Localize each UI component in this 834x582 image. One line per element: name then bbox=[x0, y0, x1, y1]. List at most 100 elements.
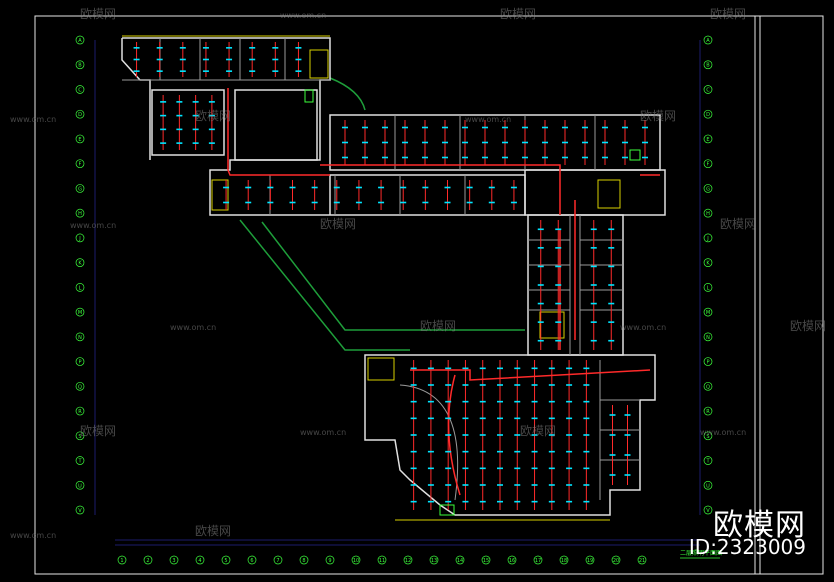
light-fixture bbox=[179, 70, 186, 72]
light-fixture bbox=[497, 417, 503, 420]
axis-label-right-N: N bbox=[706, 335, 710, 341]
axis-label-left-V: V bbox=[78, 508, 82, 514]
light-fixture bbox=[462, 450, 469, 453]
axis-bubble-left-S bbox=[75, 431, 85, 441]
axis-label-bottom-10: 10 bbox=[353, 558, 359, 564]
axis-bubble-bottom-13 bbox=[429, 555, 439, 565]
stairs-and-dims bbox=[122, 35, 621, 521]
axis-bubble-left-K bbox=[75, 258, 85, 267]
light-fixture bbox=[422, 156, 428, 159]
light-fixture bbox=[514, 484, 521, 486]
axis-label-right-E: E bbox=[706, 137, 709, 143]
light-fixture bbox=[208, 101, 215, 103]
light-fixture bbox=[608, 284, 615, 286]
axis-bubble-bottom-15 bbox=[481, 555, 491, 565]
light-fixture bbox=[226, 47, 233, 49]
axis-label-right-U: U bbox=[706, 483, 710, 489]
light-fixture bbox=[522, 156, 528, 159]
axis-label-left-C: C bbox=[78, 87, 82, 93]
axis-bubble-bottom-16 bbox=[507, 555, 517, 565]
light-fixture bbox=[272, 58, 279, 61]
axis-bubble-right-R bbox=[703, 406, 713, 416]
light-fixture bbox=[582, 156, 588, 159]
axis-label-left-S: S bbox=[78, 434, 81, 440]
axis-bubble-right-H bbox=[703, 208, 713, 218]
drawing-title: 二层照明平面图 bbox=[680, 550, 722, 557]
light-fixture bbox=[514, 500, 521, 503]
light-fixture bbox=[497, 500, 503, 503]
axis-bubble-bottom-14 bbox=[455, 555, 465, 565]
axis-bubble-right-D bbox=[703, 109, 713, 119]
axis-bubble-right-J bbox=[703, 233, 713, 243]
light-fixture bbox=[311, 201, 318, 204]
light-fixture bbox=[497, 400, 503, 403]
light-fixture bbox=[226, 70, 233, 72]
light-fixture bbox=[462, 156, 468, 159]
light-fixture bbox=[442, 141, 448, 144]
axis-bubble-left-J bbox=[75, 233, 85, 243]
light-fixture bbox=[208, 142, 215, 144]
watermark-url-text: www.om.cn bbox=[300, 428, 346, 437]
axis-label-bottom-9: 9 bbox=[328, 558, 331, 564]
light-fixture bbox=[555, 228, 562, 231]
light-fixture bbox=[362, 141, 368, 144]
axis-bubble-left-H bbox=[75, 208, 85, 218]
light-fixture bbox=[642, 141, 648, 144]
light-fixture bbox=[583, 500, 590, 503]
light-fixture bbox=[590, 228, 597, 231]
light-fixture bbox=[267, 186, 274, 189]
axis-label-right-C: C bbox=[706, 87, 710, 93]
axis-bubble-bottom-20 bbox=[611, 555, 621, 565]
watermark-brand-text: 欧模网 bbox=[500, 7, 536, 21]
light-fixture bbox=[272, 47, 279, 49]
axis-label-left-E: E bbox=[78, 137, 81, 143]
light-fixture bbox=[602, 141, 608, 144]
light-fixture bbox=[362, 156, 368, 159]
light-fixture bbox=[608, 247, 615, 249]
axis-label-bottom-3: 3 bbox=[172, 558, 175, 564]
light-fixture bbox=[133, 58, 140, 61]
light-fixture bbox=[176, 128, 183, 131]
light-fixture bbox=[566, 417, 573, 420]
light-fixture bbox=[410, 467, 417, 470]
axis-label-right-R: R bbox=[706, 409, 710, 415]
light-fixture bbox=[427, 400, 434, 403]
watermark-brand-text: 欧模网 bbox=[320, 217, 356, 231]
light-fixture bbox=[531, 417, 538, 420]
light-fixture bbox=[624, 434, 631, 436]
light-fixture bbox=[410, 484, 417, 486]
light-fixture bbox=[223, 201, 230, 204]
axis-label-bottom-20: 20 bbox=[613, 558, 619, 564]
light-fixture bbox=[514, 400, 521, 403]
light-fixture bbox=[497, 484, 503, 486]
light-fixture bbox=[531, 434, 538, 436]
light-fixture bbox=[642, 126, 648, 129]
light-fixture bbox=[566, 384, 573, 386]
light-fixture bbox=[542, 156, 548, 159]
light-fixture bbox=[537, 247, 544, 249]
watermark-url-text: www.om.cn bbox=[10, 531, 56, 540]
axis-label-right-H: H bbox=[706, 211, 710, 217]
light-fixture bbox=[566, 500, 573, 503]
light-fixture bbox=[555, 247, 562, 249]
light-fixture bbox=[479, 450, 486, 453]
light-fixture bbox=[223, 186, 230, 189]
axis-bubble-bottom-3 bbox=[169, 555, 179, 565]
light-fixture bbox=[479, 434, 486, 436]
light-fixture bbox=[624, 414, 631, 416]
axis-label-bottom-19: 19 bbox=[587, 558, 593, 564]
light-fixture bbox=[410, 384, 417, 386]
watermark-id: ID:2323009 bbox=[688, 535, 806, 559]
watermark-url-text: www.om.cn bbox=[70, 221, 116, 230]
light-fixture bbox=[566, 484, 573, 486]
axis-bubble-bottom-19 bbox=[585, 555, 595, 565]
light-fixture bbox=[537, 228, 544, 231]
light-fixture bbox=[311, 186, 318, 189]
light-fixture bbox=[192, 101, 199, 103]
axis-label-bottom-2: 2 bbox=[146, 558, 149, 564]
watermark-brand-text: 欧模网 bbox=[790, 319, 826, 333]
light-fixture bbox=[497, 367, 503, 370]
axis-bubble-left-R bbox=[75, 406, 85, 416]
axis-label-right-F: F bbox=[707, 162, 710, 168]
light-fixture bbox=[590, 321, 597, 323]
